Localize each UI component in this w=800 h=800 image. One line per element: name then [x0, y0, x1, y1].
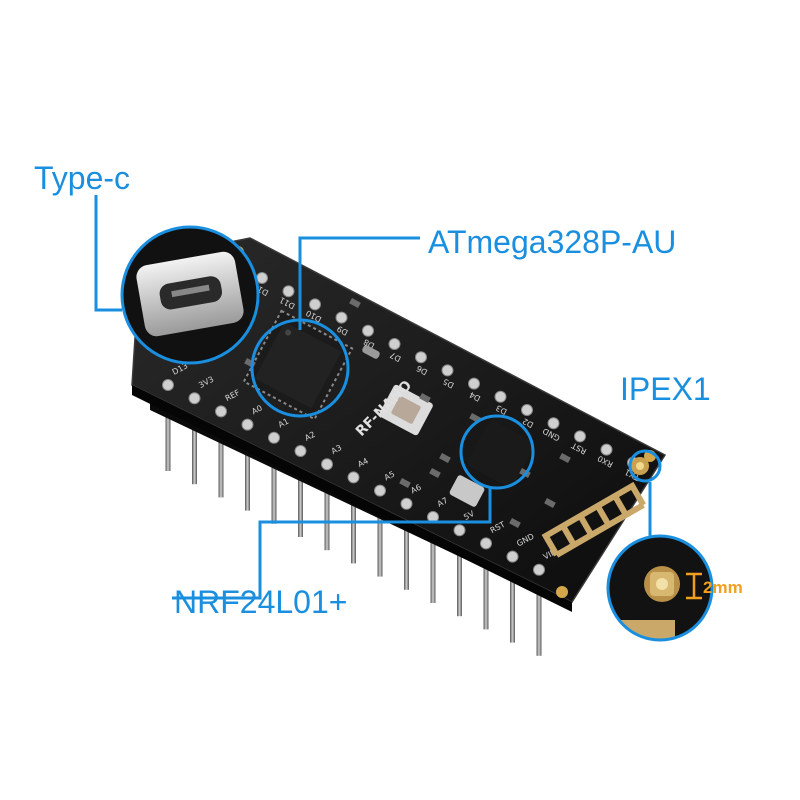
- pcb-edge: [132, 385, 572, 612]
- pin-label: A5: [383, 469, 397, 482]
- header-pin: [430, 541, 436, 603]
- pin-label: A1: [277, 417, 291, 430]
- solder-pad: [547, 417, 560, 430]
- solder-pad: [468, 377, 480, 390]
- pin-label: A4: [356, 456, 370, 469]
- solder-pad: [347, 471, 360, 484]
- header-pin: [483, 567, 489, 630]
- smd-component: [419, 393, 431, 403]
- smd-component: [439, 453, 451, 463]
- dimension-bracket: [686, 572, 702, 600]
- header-pin: [218, 435, 224, 498]
- solder-pad: [521, 404, 533, 416]
- atmega-callout-circle: [250, 318, 350, 418]
- ipex-callout-circle: [628, 449, 662, 483]
- solder-pad: [215, 405, 227, 418]
- solder-pad: [241, 418, 254, 431]
- header-pin: [165, 409, 171, 471]
- smd-component: [509, 518, 521, 528]
- header-pin: [457, 554, 462, 617]
- pin-label: A6: [409, 483, 423, 496]
- smd-component: [399, 478, 411, 488]
- atmega-chip: [242, 309, 354, 421]
- atmega-leader-line: [298, 236, 420, 330]
- solder-pad: [388, 338, 401, 350]
- header-pin: [351, 501, 356, 564]
- header-pin: [510, 580, 515, 643]
- solder-pad: [282, 285, 295, 298]
- solder-pad: [309, 298, 321, 311]
- solder-pad: [362, 324, 374, 337]
- solder-pad: [480, 537, 492, 550]
- solder-pad: [321, 458, 333, 471]
- nrf-leader-line: [172, 487, 492, 600]
- solder-pad: [188, 392, 201, 405]
- solder-pad: [335, 311, 348, 324]
- header-pin: [404, 527, 409, 590]
- pin-label: A0: [250, 403, 264, 416]
- pin-label: A7: [436, 496, 450, 509]
- nrf-chip: [467, 420, 535, 488]
- solder-pad: [494, 390, 507, 403]
- pads-bottom-row: [162, 379, 545, 576]
- atmega-label: ATmega328P-AU: [428, 224, 677, 260]
- solder-pad: [600, 443, 613, 456]
- pin-label: A3: [330, 443, 344, 456]
- smd-component: [544, 498, 556, 508]
- type-c-label: Type-c: [34, 160, 131, 196]
- ipex-label: IPEX1: [620, 371, 711, 407]
- solder-pad: [400, 497, 413, 510]
- header-pin: [536, 593, 542, 656]
- header-pin: [192, 422, 197, 485]
- header-pin: [298, 475, 303, 537]
- pcb-antenna: [541, 481, 646, 558]
- smd-component: [349, 298, 361, 308]
- solder-pad: [453, 524, 466, 537]
- solder-pad: [441, 364, 454, 377]
- header-pin: [271, 461, 277, 524]
- type-c-leader-line: [94, 195, 122, 312]
- mounting-hole: [556, 586, 568, 598]
- solder-pad: [533, 563, 545, 576]
- ipex-zoom-circle: [606, 534, 714, 642]
- header-pin: [324, 488, 330, 551]
- header-pins: [165, 409, 542, 656]
- solder-pad: [574, 430, 586, 443]
- solder-pad: [268, 431, 280, 444]
- solder-pad: [415, 351, 427, 364]
- solder-pad: [162, 379, 174, 391]
- solder-pad: [506, 550, 519, 563]
- reset-button: [379, 384, 433, 436]
- smd-component: [559, 453, 571, 463]
- smd-component: [429, 468, 441, 478]
- solder-pad: [294, 445, 307, 457]
- crystal: [362, 345, 380, 359]
- header-pin: [377, 514, 383, 577]
- solder-pad: [374, 484, 386, 497]
- type-c-callout-circle: [120, 225, 260, 365]
- rf-crystal: [449, 475, 485, 507]
- nrf-callout-circle: [459, 414, 535, 490]
- ipex-connector: [631, 457, 649, 475]
- header-pin: [245, 448, 250, 511]
- nrf-label: NRF24L01+: [174, 584, 348, 620]
- dimension-label: 2mm: [703, 578, 743, 597]
- pin-label: A2: [303, 430, 317, 443]
